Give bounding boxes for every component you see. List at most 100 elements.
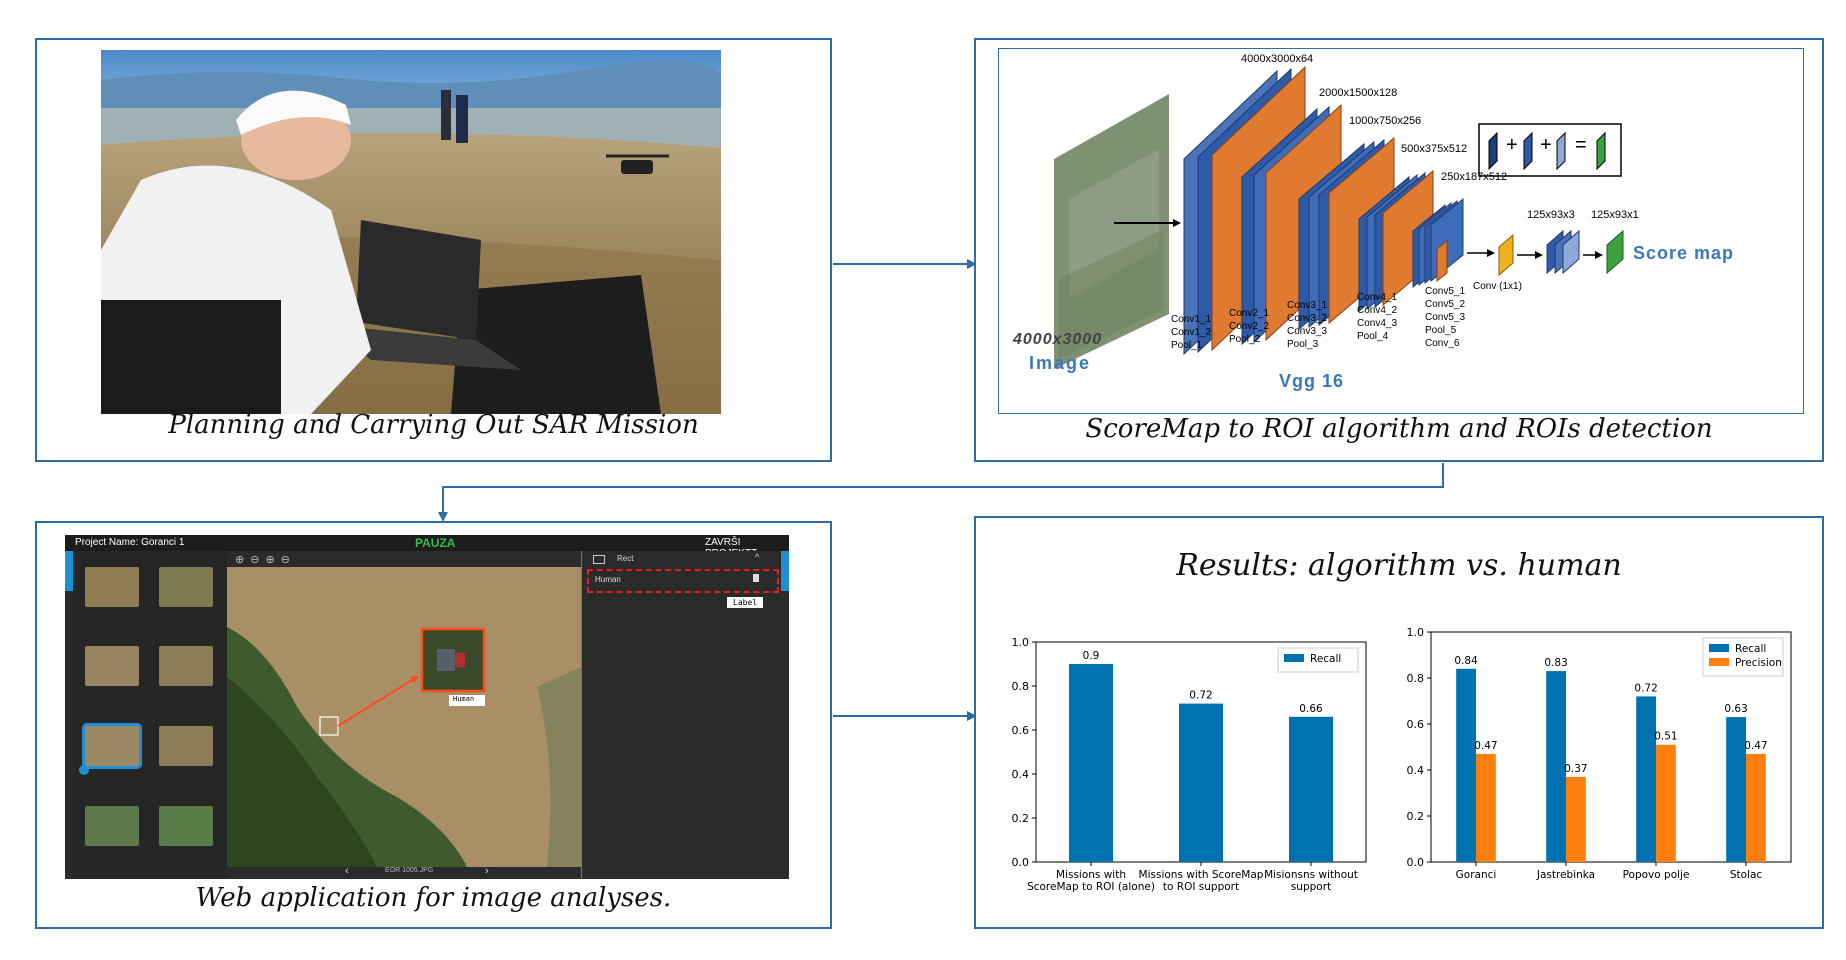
rect-tool-icon[interactable]	[593, 555, 605, 564]
x-tick-label: to ROI support	[1163, 881, 1239, 893]
layer-name: Conv5_3	[1425, 312, 1466, 323]
layer-name: Conv1_2	[1171, 327, 1212, 338]
next-image-icon[interactable]: ›	[485, 865, 489, 877]
thumbnail[interactable]	[159, 726, 213, 766]
right-panel-tab[interactable]	[781, 551, 789, 591]
y-tick-label: 0.6	[1407, 718, 1425, 731]
prev-image-icon[interactable]: ‹	[345, 865, 349, 877]
legend-swatch	[1709, 658, 1729, 666]
thumbnail[interactable]	[85, 806, 139, 846]
delete-label-icon[interactable]	[753, 574, 759, 582]
y-tick-label: 0.2	[1012, 812, 1030, 825]
channel-sum-legend	[1478, 123, 1622, 177]
bar-value-label: 0.47	[1744, 740, 1767, 752]
layer-name: Conv5_1	[1425, 286, 1466, 297]
y-tick-label: 0.2	[1407, 810, 1425, 823]
bar-recall	[1546, 671, 1566, 862]
layer-name: Pool_1	[1171, 340, 1203, 351]
chart-recall-precision-by-location: 0.00.20.40.60.81.0Goranci0.840.47Jastreb…	[1407, 626, 1792, 881]
bar-value-label: 0.83	[1544, 657, 1567, 669]
zoom-in-icon[interactable]: ⊕	[235, 554, 251, 566]
thumbnail[interactable]	[159, 806, 213, 846]
legend-equals: =	[1575, 134, 1587, 156]
zoom-out-icon[interactable]: ⊖	[250, 554, 266, 566]
plot-frame	[1430, 631, 1792, 863]
thumbnail[interactable]	[85, 567, 139, 607]
x-tick-label: Misionsns without	[1264, 869, 1358, 881]
thumbnail[interactable]	[85, 646, 139, 686]
caption-cnn: ScoreMap to ROI algorithm and ROIs detec…	[1085, 414, 1713, 444]
y-tick-label: 0.0	[1407, 856, 1425, 869]
layer-name: Pool_4	[1357, 331, 1389, 342]
bar-precision	[1746, 753, 1766, 862]
legend-swatch	[1709, 644, 1729, 652]
bar-recall	[1289, 716, 1333, 862]
collapse-icon[interactable]: ^	[755, 552, 760, 562]
layer-name: Pool_5	[1425, 325, 1457, 336]
panel-cnn: 4000x3000x64 2000x1500x128 1000x750x256 …	[974, 38, 1824, 462]
layer-name: Conv2_1	[1229, 308, 1270, 319]
bar-value-label: 0.84	[1454, 655, 1478, 667]
zoom-reset-icon[interactable]: ⊖	[280, 554, 296, 566]
label-row-highlight	[587, 569, 779, 593]
legend-plus-2: +	[1540, 134, 1552, 156]
x-tick-label: Goranci	[1456, 869, 1497, 881]
bar-recall	[1636, 696, 1656, 862]
layer-name: Conv5_2	[1425, 299, 1466, 310]
x-tick-label: Popovo polje	[1623, 869, 1690, 881]
bar-value-label: 0.72	[1634, 682, 1657, 694]
legend-swatch	[1284, 654, 1304, 662]
image-filename: EOR 1005.JPG	[385, 867, 434, 874]
y-tick-label: 0.6	[1012, 724, 1030, 737]
zoom-fit-icon[interactable]: ⊕	[265, 554, 281, 566]
x-tick-label: Jastrebinka	[1536, 869, 1595, 881]
layer-name: Conv_6	[1425, 338, 1460, 349]
cnn-inner-frame: 4000x3000x64 2000x1500x128 1000x750x256 …	[998, 48, 1804, 414]
layer-name: Conv3_1	[1287, 300, 1328, 311]
bar-recall	[1069, 664, 1113, 862]
bar-precision	[1656, 744, 1676, 862]
webapp-screenshot: Project Name: Goranci 1 PAUZA ZAVRŠI PRO…	[65, 535, 789, 879]
caption-sar-mission: Planning and Carrying Out SAR Mission	[168, 410, 699, 440]
zoom-toolbar: ⊕⊖⊕⊖	[235, 553, 296, 566]
app-topbar	[65, 535, 789, 551]
x-tick-label: ScoreMap to ROI (alone)	[1027, 881, 1155, 893]
arrow-cnn-to-webapp	[438, 463, 1444, 522]
panel-webapp: Project Name: Goranci 1 PAUZA ZAVRŠI PRO…	[35, 521, 832, 929]
thumbnail[interactable]	[159, 646, 213, 686]
x-tick-label: support	[1291, 881, 1331, 893]
network-label: Vgg 16	[1279, 371, 1345, 391]
y-tick-label: 0.8	[1407, 672, 1425, 685]
legend-label: Recall	[1735, 643, 1766, 655]
layer-name: Pool_3	[1287, 339, 1319, 350]
bar-value-label: 0.51	[1654, 731, 1677, 743]
left-panel-tab[interactable]	[65, 551, 73, 591]
thumbnail-selected[interactable]	[82, 723, 142, 769]
y-tick-label: 0.8	[1012, 680, 1030, 693]
label-button[interactable]: Label	[727, 597, 764, 608]
input-image-label: Image	[1029, 353, 1092, 373]
thumbnail[interactable]	[159, 567, 213, 607]
x-tick-label: Stolac	[1730, 869, 1763, 881]
x-tick-label: Missions with ScoreMap	[1139, 869, 1264, 881]
conv1x1-label: Conv (1x1)	[1473, 281, 1522, 292]
results-title: Results: algorithm vs. human	[1176, 548, 1622, 583]
layer-name: Conv3_3	[1287, 326, 1328, 337]
label-input[interactable]: Human	[595, 575, 621, 584]
scoremap-label: Score map	[1633, 243, 1735, 263]
project-name: Project Name: Goranci 1	[75, 537, 185, 548]
caption-webapp: Web application for image analyses.	[195, 883, 672, 913]
status-label: PAUZA	[415, 536, 456, 550]
dim-label-6: 125x93x3	[1527, 209, 1575, 221]
rect-tool-label[interactable]: Rect	[617, 554, 634, 563]
sar-mission-photo	[101, 50, 721, 414]
y-tick-label: 1.0	[1407, 626, 1425, 639]
bar-recall	[1179, 703, 1223, 862]
layer-name: Pool_2	[1229, 334, 1261, 345]
legend-label: Recall	[1310, 653, 1341, 665]
